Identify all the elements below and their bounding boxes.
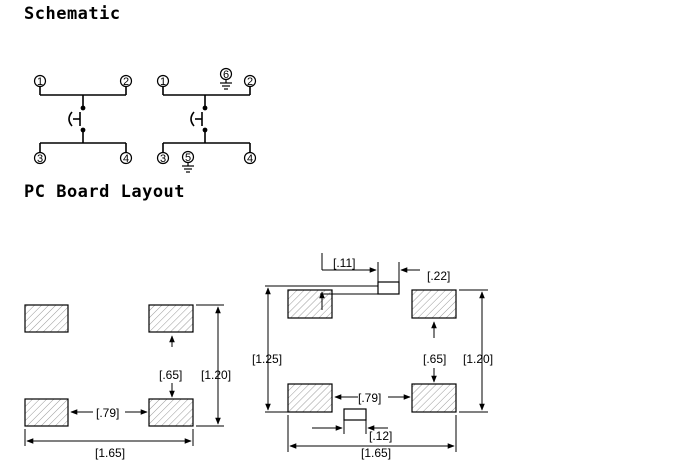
- contact-dot: [80, 105, 86, 111]
- solder-pad: [24, 304, 69, 333]
- contact-dot: [202, 105, 208, 111]
- ground-pin-5: 5: [181, 150, 195, 173]
- solder-pad: [148, 398, 194, 427]
- pin-marker: 1: [33, 74, 47, 88]
- ground-pad: [377, 281, 400, 295]
- pin-label: 2: [247, 76, 253, 88]
- pcb-layout-left: [1.20] [.65] [.79] [1.65]: [24, 304, 231, 460]
- contact-dot: [202, 127, 208, 133]
- schematic-right-switch: [162, 87, 251, 152]
- pin-marker: 3: [33, 151, 47, 165]
- pin-label: 3: [160, 153, 166, 165]
- dim-small-pad-gap: [.11]: [333, 256, 355, 270]
- dim-small-pad-height: [.12]: [369, 429, 392, 443]
- pin-label: 1: [37, 76, 43, 88]
- contact-dot: [80, 127, 86, 133]
- schematic-heading: Schematic: [24, 4, 121, 24]
- pin-marker: 2: [243, 74, 257, 88]
- pin-marker: 4: [119, 151, 133, 165]
- pin-label: 5: [185, 152, 191, 164]
- pin-label: 4: [247, 153, 253, 165]
- dim-pad-height: [.65]: [423, 352, 446, 366]
- solder-pad: [24, 398, 69, 427]
- dim-overall-height: [1.25]: [252, 352, 282, 366]
- schematic-left-switch: [39, 87, 127, 152]
- pin-marker: 4: [243, 151, 257, 165]
- pcb-layout-right: [.11] [.22] [1.25] [.65] [1.20] [.79] [.…: [252, 253, 493, 460]
- dim-pad-height: [.65]: [159, 368, 182, 382]
- pin-marker: 2: [119, 74, 133, 88]
- pcb-layout-heading: PC Board Layout: [24, 182, 186, 202]
- pin-label: 3: [37, 153, 43, 165]
- dim-pad-gap: [.79]: [358, 391, 381, 405]
- ground-pad: [343, 408, 367, 421]
- solder-pad: [287, 383, 333, 413]
- dim-overall-width: [1.65]: [361, 446, 391, 460]
- solder-pad: [148, 304, 194, 333]
- dim-pitch-vertical: [1.20]: [463, 352, 493, 366]
- pin-marker: 1: [156, 74, 170, 88]
- solder-pad: [411, 383, 457, 413]
- pin-label: 2: [123, 76, 129, 88]
- dim-overall-width: [1.65]: [95, 446, 125, 460]
- dim-small-pad-width: [.22]: [427, 269, 450, 283]
- ground-icon: [182, 163, 194, 173]
- ground-pin-6: 6: [219, 67, 233, 90]
- pin-marker: 3: [156, 151, 170, 165]
- solder-pad: [411, 289, 457, 319]
- pin-label: 4: [123, 153, 129, 165]
- pin-label: 6: [223, 69, 229, 81]
- dim-pad-gap: [.79]: [96, 406, 119, 420]
- ground-icon: [220, 80, 232, 90]
- pin-label: 1: [160, 76, 166, 88]
- dim-pitch-vertical: [1.20]: [201, 368, 231, 382]
